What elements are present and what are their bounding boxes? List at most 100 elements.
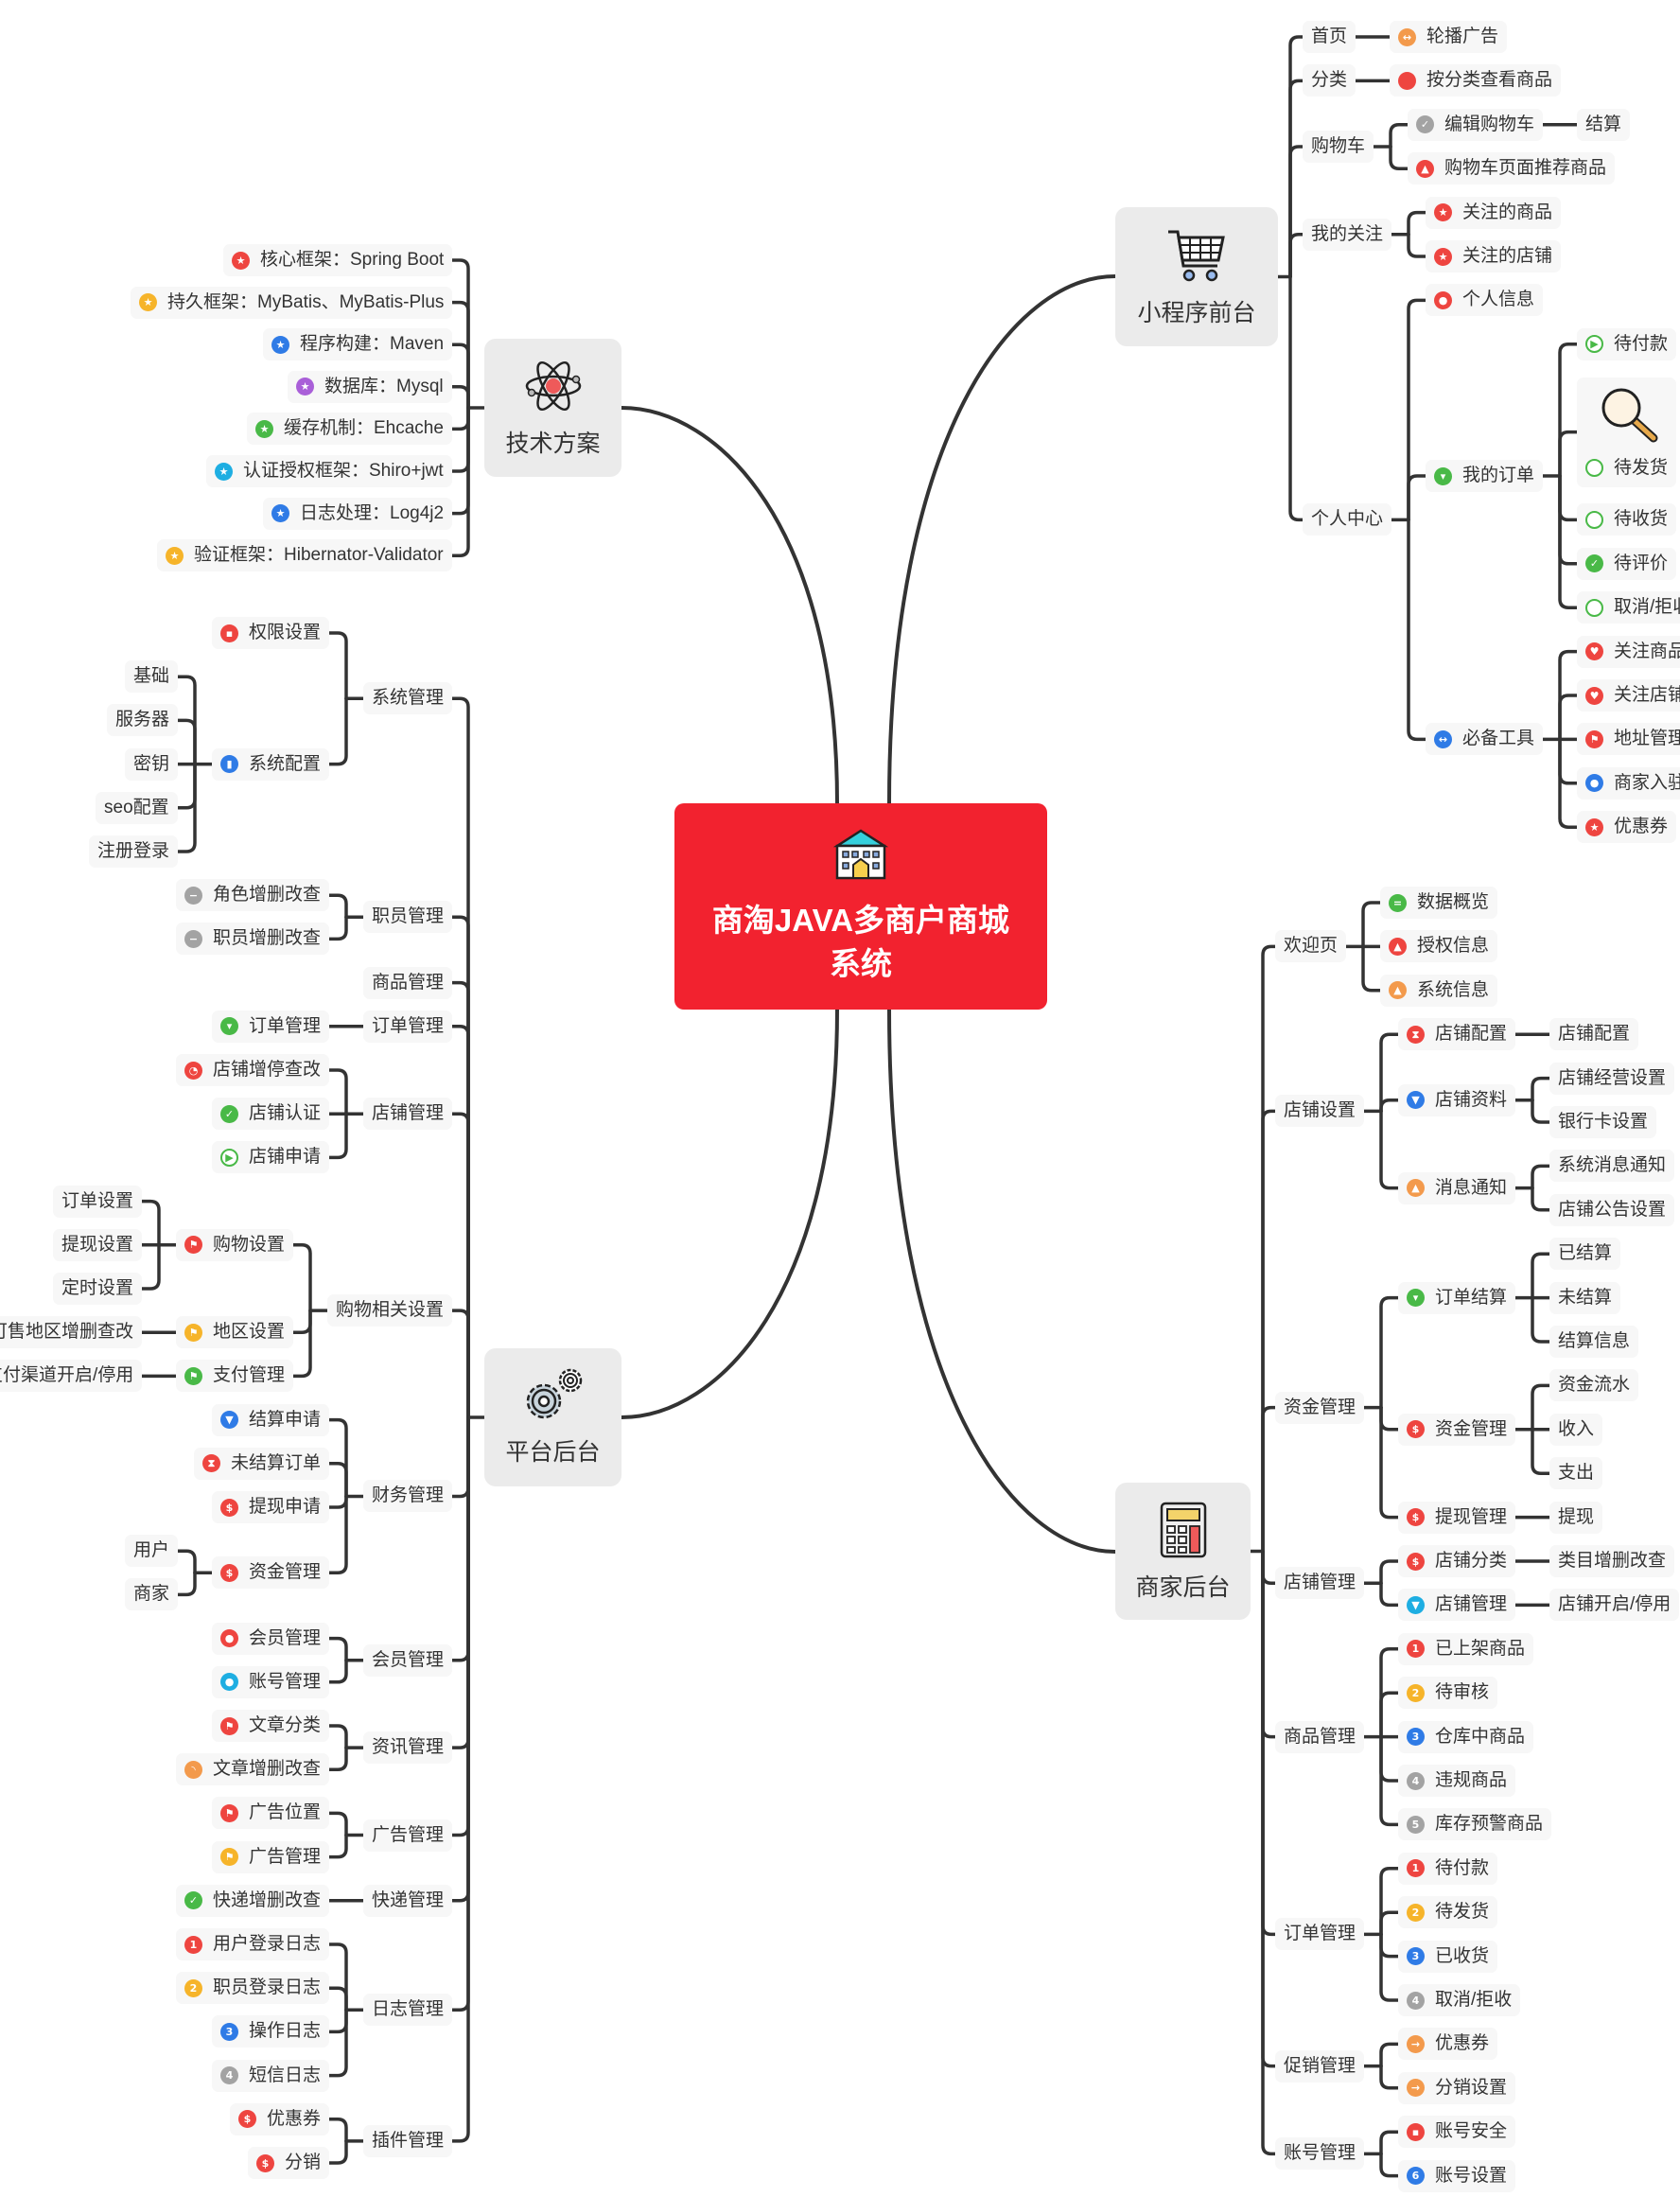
topic-node-level-3[interactable]: 店铺配置 xyxy=(1549,1018,1639,1051)
main-topic-platform-admin[interactable]: 平台后台 xyxy=(484,1348,621,1486)
topic-node-level-1[interactable]: 插件管理 xyxy=(363,2124,453,2157)
topic-node-level-3[interactable]: 可售地区增删查改 xyxy=(0,1316,143,1349)
topic-node-level-1[interactable]: 店铺管理 xyxy=(363,1098,453,1131)
topic-node-level-3[interactable]: 待发货 xyxy=(1577,377,1677,487)
topic-node-level-3[interactable]: 结算信息 xyxy=(1549,1326,1639,1358)
topic-node-level-3[interactable]: ★优惠券 xyxy=(1577,811,1677,844)
topic-node-level-3[interactable]: 收入 xyxy=(1549,1413,1603,1446)
topic-node-level-2[interactable]: −职员增删改查 xyxy=(176,923,330,956)
topic-node-level-2[interactable]: ⚑广告位置 xyxy=(212,1797,330,1830)
topic-node-level-2[interactable]: ◔店铺增停查改 xyxy=(176,1054,330,1086)
topic-node-level-2[interactable]: ▼店铺资料 xyxy=(1398,1083,1516,1116)
topic-node-level-2[interactable]: ⚑文章分类 xyxy=(212,1710,330,1742)
topic-node-level-2[interactable]: ↔必备工具 xyxy=(1426,723,1544,756)
topic-node-level-2[interactable]: ⧗未结算订单 xyxy=(194,1447,330,1480)
topic-node-level-2[interactable]: ▲系统信息 xyxy=(1380,974,1498,1007)
topic-node-level-2[interactable]: ▶店铺申请 xyxy=(212,1141,330,1174)
topic-node-level-3[interactable]: ✓待评价 xyxy=(1577,547,1677,580)
topic-node-level-1[interactable]: ★核心框架：Spring Boot xyxy=(223,244,453,276)
topic-node-level-1[interactable]: ★日志处理：Log4j2 xyxy=(263,497,453,530)
main-topic-mini-program[interactable]: 小程序前台 xyxy=(1115,207,1278,346)
topic-node-level-2[interactable]: ✓快递增删改查 xyxy=(176,1884,330,1917)
topic-node-level-2[interactable]: ▾订单管理 xyxy=(212,1010,330,1043)
topic-node-level-2[interactable]: $分销 xyxy=(248,2147,330,2179)
topic-node-level-3[interactable]: 订单设置 xyxy=(53,1185,143,1218)
topic-node-level-2[interactable]: $资金管理 xyxy=(212,1556,330,1590)
topic-node-level-1[interactable]: 订单管理 xyxy=(1275,1918,1365,1951)
topic-node-level-3[interactable]: 密钥 xyxy=(125,747,179,781)
main-topic-tech-plan[interactable]: 技术方案 xyxy=(484,339,621,477)
topic-node-level-3[interactable]: ●商家入驻 xyxy=(1577,766,1680,800)
topic-node-level-1[interactable]: 店铺管理 xyxy=(1275,1567,1365,1600)
topic-node-level-1[interactable]: 资讯管理 xyxy=(363,1731,453,1765)
topic-node-level-2[interactable]: ★关注的店铺 xyxy=(1426,240,1562,272)
topic-node-level-2[interactable]: ⚑广告管理 xyxy=(212,1840,330,1873)
topic-node-level-2[interactable]: ★关注的商品 xyxy=(1426,196,1562,229)
topic-node-level-3[interactable]: 商家 xyxy=(125,1578,179,1611)
topic-node-level-1[interactable]: 会员管理 xyxy=(363,1643,453,1677)
topic-node-level-1[interactable]: 促销管理 xyxy=(1275,2049,1365,2083)
topic-node-level-2[interactable]: $提现申请 xyxy=(212,1491,330,1523)
topic-node-level-1[interactable]: 财务管理 xyxy=(363,1480,453,1513)
topic-node-level-1[interactable]: ★缓存机制：Ehcache xyxy=(247,413,452,446)
topic-node-level-3[interactable]: 资金流水 xyxy=(1549,1369,1639,1402)
topic-node-level-1[interactable]: ★认证授权框架：Shiro+jwt xyxy=(206,455,452,487)
topic-node-level-1[interactable]: 系统管理 xyxy=(363,682,453,715)
topic-node-level-3[interactable]: 基础 xyxy=(125,660,179,694)
topic-node-level-2[interactable]: ◝文章增删改查 xyxy=(176,1753,330,1786)
topic-node-level-1[interactable]: 订单管理 xyxy=(363,1010,453,1043)
topic-node-level-1[interactable]: 职员管理 xyxy=(363,901,453,934)
topic-node-level-2[interactable]: $店铺分类 xyxy=(1398,1545,1516,1577)
topic-node-level-3[interactable]: 未结算 xyxy=(1549,1281,1621,1314)
topic-node-level-1[interactable]: 资金管理 xyxy=(1275,1391,1365,1424)
topic-node-level-1[interactable]: 商品管理 xyxy=(363,966,453,999)
topic-node-level-1[interactable]: 快递管理 xyxy=(363,1884,453,1917)
topic-node-level-3[interactable]: ▶待付款 xyxy=(1577,327,1677,360)
topic-node-level-3[interactable]: 银行卡设置 xyxy=(1549,1106,1657,1138)
topic-node-level-3[interactable]: 系统消息通知 xyxy=(1549,1150,1675,1183)
topic-node-level-1[interactable]: 购物车 xyxy=(1303,131,1374,163)
topic-node-level-2[interactable]: ▪账号安全 xyxy=(1398,2116,1516,2149)
topic-node-level-1[interactable]: ★验证框架：Hibernator-Validator xyxy=(157,539,452,572)
topic-node-level-3[interactable]: 定时设置 xyxy=(53,1273,143,1305)
topic-node-level-2[interactable]: ▲购物车页面推荐商品 xyxy=(1408,152,1616,185)
topic-node-level-3[interactable]: ⚑地址管理 xyxy=(1577,723,1680,756)
topic-node-level-3[interactable]: seo配置 xyxy=(96,791,178,824)
topic-node-level-3[interactable]: 店铺开启/停用 xyxy=(1549,1589,1680,1622)
topic-node-level-1[interactable]: 店铺设置 xyxy=(1275,1095,1365,1128)
topic-node-level-1[interactable]: ★持久框架：MyBatis、MyBatis-Plus xyxy=(131,286,453,319)
topic-node-level-2[interactable]: $提现管理 xyxy=(1398,1501,1516,1534)
topic-node-level-2[interactable]: ▾订单结算 xyxy=(1398,1281,1516,1314)
topic-node-level-2[interactable]: ●个人信息 xyxy=(1426,284,1544,317)
topic-node-level-3[interactable]: ♥关注商品 xyxy=(1577,635,1680,668)
topic-node-level-2[interactable]: ⚑地区设置 xyxy=(176,1316,294,1349)
topic-node-level-1[interactable]: 个人中心 xyxy=(1303,503,1392,536)
topic-node-level-3[interactable]: 支付渠道开启/停用 xyxy=(0,1360,143,1393)
topic-node-level-1[interactable]: ★程序构建：Maven xyxy=(263,328,453,361)
topic-node-level-2[interactable]: −角色增删改查 xyxy=(176,879,330,912)
topic-node-level-3[interactable]: 类目增删改查 xyxy=(1549,1545,1675,1577)
topic-node-level-2[interactable]: ✓编辑购物车 xyxy=(1408,108,1544,141)
topic-node-level-3[interactable]: 提现 xyxy=(1549,1501,1603,1534)
topic-node-level-3[interactable]: 提现设置 xyxy=(53,1228,143,1261)
topic-node-level-2[interactable]: ✓店铺认证 xyxy=(212,1098,330,1131)
topic-node-level-2[interactable]: 按分类查看商品 xyxy=(1390,64,1562,97)
topic-node-level-1[interactable]: 账号管理 xyxy=(1275,2137,1365,2171)
topic-node-level-2[interactable]: ●会员管理 xyxy=(212,1622,330,1655)
topic-node-level-1[interactable]: 我的关注 xyxy=(1303,218,1392,251)
topic-node-level-1[interactable]: 首页 xyxy=(1303,21,1356,53)
topic-node-level-3[interactable]: 注册登录 xyxy=(89,835,179,868)
topic-node-level-1[interactable]: 商品管理 xyxy=(1275,1720,1365,1753)
topic-node-level-2[interactable]: ⚑支付管理 xyxy=(176,1360,294,1393)
